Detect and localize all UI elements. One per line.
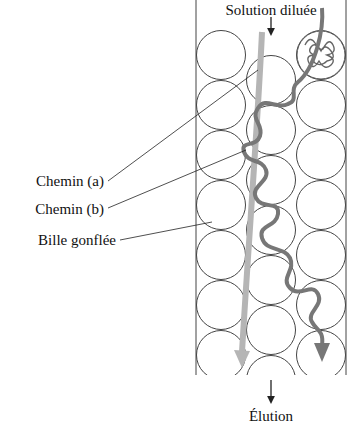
- bead: [197, 281, 246, 330]
- leader-line: [120, 222, 212, 240]
- leader-line: [108, 70, 258, 181]
- bead: [247, 306, 296, 355]
- flow-arrow: [270, 380, 271, 400]
- bead: [297, 281, 346, 330]
- path-b: [243, 8, 322, 345]
- bead: [197, 131, 246, 180]
- path-label: Chemin (b): [35, 201, 104, 218]
- leader-line: [108, 150, 246, 208]
- flow-arrow: [270, 17, 271, 32]
- column-wall: [196, 0, 197, 375]
- bead: [197, 181, 246, 230]
- bead: [297, 81, 346, 130]
- feed-label: Solution diluée: [225, 2, 316, 19]
- bead: [197, 231, 246, 280]
- bead-label: Bille gonflée: [38, 232, 116, 249]
- swollen-beads: [197, 31, 346, 376]
- bead: [197, 81, 246, 130]
- bead: [297, 131, 346, 180]
- column-wall: [346, 0, 347, 375]
- elution-label: Élution: [249, 408, 293, 425]
- path-a-head: [234, 350, 250, 368]
- bead: [247, 56, 296, 105]
- bead: [247, 356, 296, 376]
- bead: [197, 31, 246, 80]
- path-b-head: [314, 343, 330, 362]
- path-label: Chemin (a): [36, 173, 104, 190]
- bead: [297, 181, 346, 230]
- bead: [297, 231, 346, 280]
